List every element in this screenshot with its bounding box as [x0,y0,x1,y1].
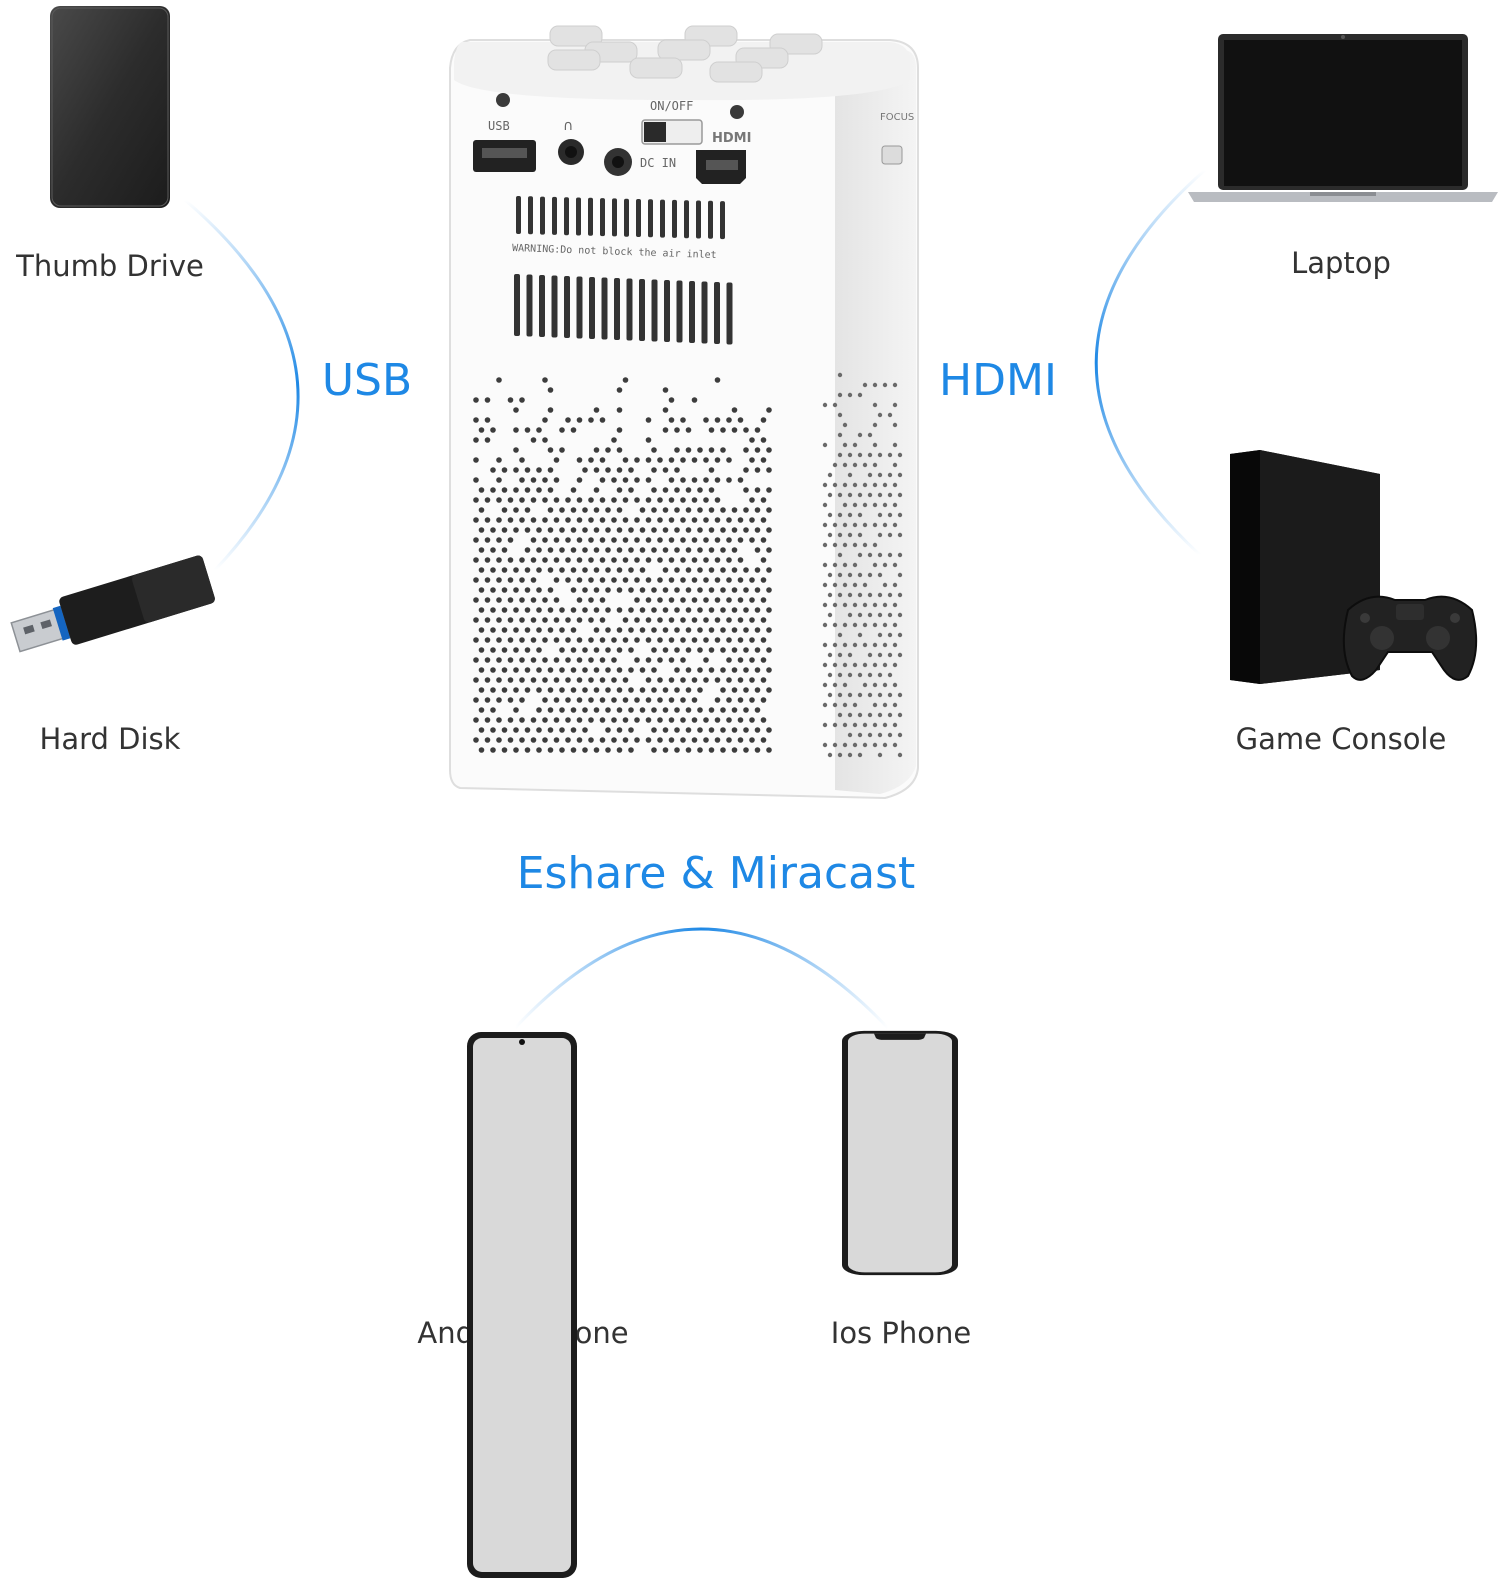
device-label-laptop: Laptop [1291,246,1391,280]
game-console-icon [1230,450,1478,684]
svg-text:USB: USB [488,119,510,133]
wireless-heading: Eshare & Miracast [516,848,916,899]
hard-disk-icon [50,6,170,208]
projector-image: USB ∩ ON/OFF DC IN HDMI FOCUS WARNING:Do… [449,25,919,800]
android-phone-icon [467,1032,577,1578]
svg-text:ON/OFF: ON/OFF [650,99,693,113]
hdmi-arc [1094,168,1206,557]
usb-heading: USB [321,355,413,406]
device-label-thumb-drive: Thumb Drive [16,249,204,283]
laptop-icon [1188,34,1498,202]
svg-text:DC IN: DC IN [640,156,676,170]
hdmi-heading: HDMI [939,355,1057,406]
ios-phone-icon [842,1030,958,1276]
device-label-ios-phone: Ios Phone [830,1316,972,1350]
usb-drive-icon [10,555,215,653]
usb-arc [184,198,300,572]
svg-text:∩: ∩ [563,118,573,134]
device-label-game-console: Game Console [1235,722,1447,756]
svg-text:HDMI: HDMI [712,131,751,146]
device-label-hard-disk: Hard Disk [39,722,181,756]
svg-text:FOCUS: FOCUS [880,112,914,123]
connection-arcs [184,168,1206,1030]
wireless-arc [513,927,890,1030]
